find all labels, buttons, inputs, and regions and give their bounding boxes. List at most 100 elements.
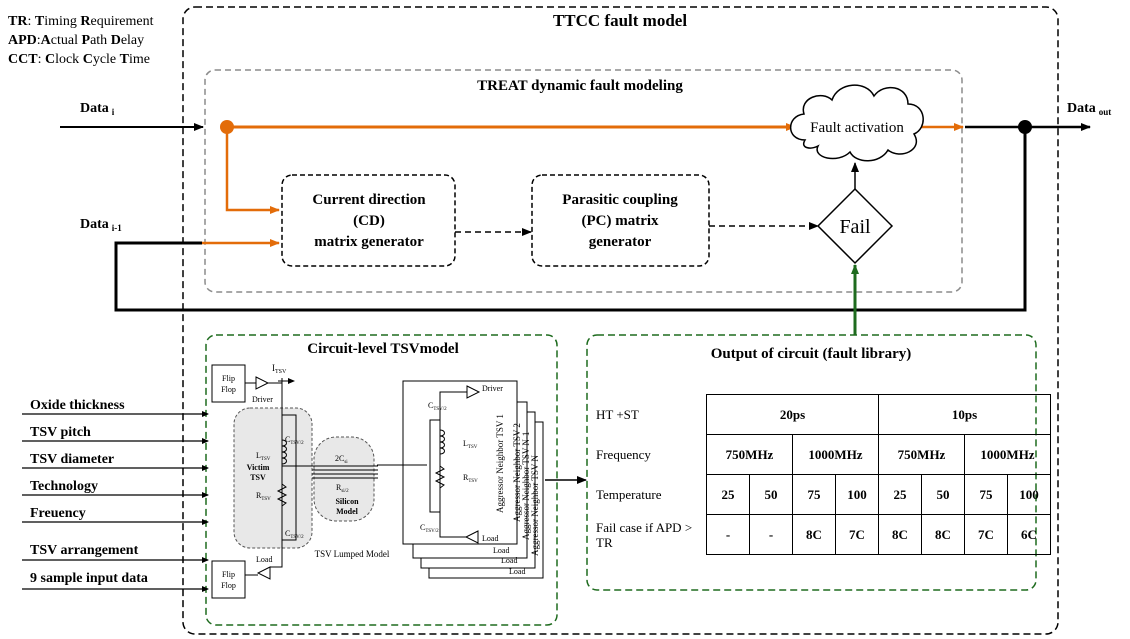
aggressor-ctsv-top: CTSV/2: [428, 401, 447, 412]
victim-ctsv-bot: CTSV/2: [285, 529, 304, 540]
silicon-wires: [312, 465, 378, 479]
cd-matrix-block: [281, 174, 456, 267]
victim-rtsv: RTSV: [256, 491, 271, 502]
fault-library-table: HT +ST 20ps 10ps Frequency 750MHz 1000MH…: [580, 394, 1051, 555]
victim-driver-label: Driver: [252, 395, 273, 404]
input-oxide-thickness: Oxide thickness: [30, 398, 125, 413]
aggressor-load-1: Load: [482, 534, 498, 543]
temperature-cell: 50: [921, 474, 965, 515]
fail-case-cell: 6C: [1007, 514, 1051, 555]
silicon-model-region: [313, 436, 375, 522]
silicon-label-1: Silicon: [335, 497, 359, 506]
input-sample-data: 9 sample input data: [30, 571, 148, 586]
aggressor-label-1: Aggressor Neighbor TSV 1: [495, 414, 505, 513]
victim-load-icon: [256, 566, 271, 580]
legend-row-tr: TR: Timing Requirement: [8, 14, 154, 29]
legend-row-cct: CCT: Clock Cycle Time: [8, 52, 150, 67]
flipflop-bottom-label-2: Flop: [221, 581, 236, 590]
victim-ctsv-top: CTSV/2: [285, 435, 304, 446]
temperature-cell: 75: [792, 474, 836, 515]
cd-label-2: (CD): [353, 213, 385, 229]
row-label-temperature: Temperature: [596, 486, 662, 502]
victim-label-1: Victim: [247, 463, 270, 472]
aggressor-driver-icon: [466, 385, 481, 399]
row-label-fail-case: Fail case if APD > TR: [596, 519, 693, 550]
cd-label-3: matrix generator: [314, 234, 424, 250]
fail-case-cell: -: [749, 514, 793, 555]
silicon-csi: 2Csi: [335, 454, 348, 465]
frequency-cell: 750MHz: [706, 434, 793, 475]
itsv-label: ITSV: [272, 363, 287, 375]
victim-resistor-icon: [276, 483, 288, 507]
input-technology: Technology: [30, 479, 98, 494]
aggressor-wires: [377, 391, 467, 538]
orange-path-to-cd: [225, 127, 280, 214]
treat-title: TREAT dynamic fault modeling: [477, 78, 683, 94]
temperature-cell: 25: [878, 474, 922, 515]
fail-case-cell: 8C: [878, 514, 922, 555]
silicon-label-2: Model: [336, 507, 359, 516]
aggressor-load-2: Load: [493, 546, 509, 555]
pc-label-2: (PC) matrix: [581, 213, 659, 229]
temperature-cell: 75: [964, 474, 1008, 515]
table-row-temperature: Temperature 25 50 75 100 25 50 75 100: [580, 474, 1051, 515]
pc-label-3: generator: [589, 234, 652, 250]
flipflop-top: [211, 364, 246, 403]
treat-box: [204, 69, 963, 293]
temperature-cell: 100: [835, 474, 879, 515]
flipflop-top-label-1: Flip: [222, 374, 235, 383]
victim-driver-icon: [255, 376, 270, 390]
table-row-ht-st: HT +ST 20ps 10ps: [580, 394, 1051, 435]
ht-st-cell: 20ps: [706, 394, 879, 435]
pc-label-1: Parasitic coupling: [562, 192, 678, 208]
table-row-frequency: Frequency 750MHz 1000MHz 750MHz 1000MHz: [580, 434, 1051, 475]
temperature-cell: 25: [706, 474, 750, 515]
frequency-cell: 1000MHz: [792, 434, 879, 475]
fault-activation-cloud: [789, 84, 924, 162]
fault-activation-label: Fault activation: [810, 120, 904, 136]
flipflop-bottom: [211, 560, 246, 599]
legend: TR: Timing Requirement APD:Actual Path D…: [8, 12, 153, 69]
victim-inductor-icon: [281, 439, 287, 465]
circuit-model-box: [205, 334, 558, 626]
frequency-cell: 1000MHz: [964, 434, 1051, 475]
pc-matrix-block: [531, 174, 710, 267]
fail-decision: [816, 187, 894, 265]
fault-library-title: Output of circuit (fault library): [711, 346, 912, 362]
aggressor-load-4: Load: [509, 567, 525, 576]
victim-tsv-region: [233, 407, 313, 549]
fail-case-cell: 8C: [792, 514, 836, 555]
frequency-cell: 750MHz: [878, 434, 965, 475]
lumped-model-label: TSV Lumped Model: [315, 549, 390, 559]
table-row-fail-case: Fail case if APD > TR - - 8C 7C 8C 8C 7C…: [580, 514, 1051, 555]
aggressor-ctsv-bot: CTSV/2: [420, 523, 439, 534]
fail-case-cell: 7C: [835, 514, 879, 555]
aggressor-resistor-icon: [434, 465, 446, 489]
aggressor-load-icon: [464, 530, 479, 544]
aggressor-load-3: Load: [501, 556, 517, 565]
flipflop-top-label-2: Flop: [221, 385, 236, 394]
temperature-cell: 100: [1007, 474, 1051, 515]
ht-st-cell: 10ps: [878, 394, 1051, 435]
row-label-frequency: Frequency: [596, 446, 651, 462]
victim-label-2: TSV: [250, 473, 266, 482]
fail-label: Fail: [839, 216, 871, 238]
temperature-cell: 50: [749, 474, 793, 515]
cd-label-1: Current direction: [312, 192, 426, 208]
tsv-schematic: Aggressor Neighbor TSV 1 Aggressor Neigh…: [211, 363, 544, 599]
aggressor-label-4: Aggressor Neighbor TSV N: [530, 455, 540, 556]
circuit-model-title: Circuit-level TSVmodel: [307, 341, 459, 357]
aggressor-driver-label: Driver: [482, 384, 503, 393]
flipflop-bottom-label-1: Flip: [222, 570, 235, 579]
aggressor-ltsv: LTSV: [463, 439, 478, 450]
ttcc-title: TTCC fault model: [553, 11, 687, 30]
feedback-loop: [114, 127, 1027, 312]
input-parameters: Oxide thickness TSV pitch TSV diameter T…: [22, 398, 209, 592]
aggressor-rtsv: RTSV: [463, 473, 478, 484]
legend-row-apd: APD:Actual Path Delay: [8, 33, 145, 48]
input-tsv-diameter: TSV diameter: [30, 452, 114, 467]
